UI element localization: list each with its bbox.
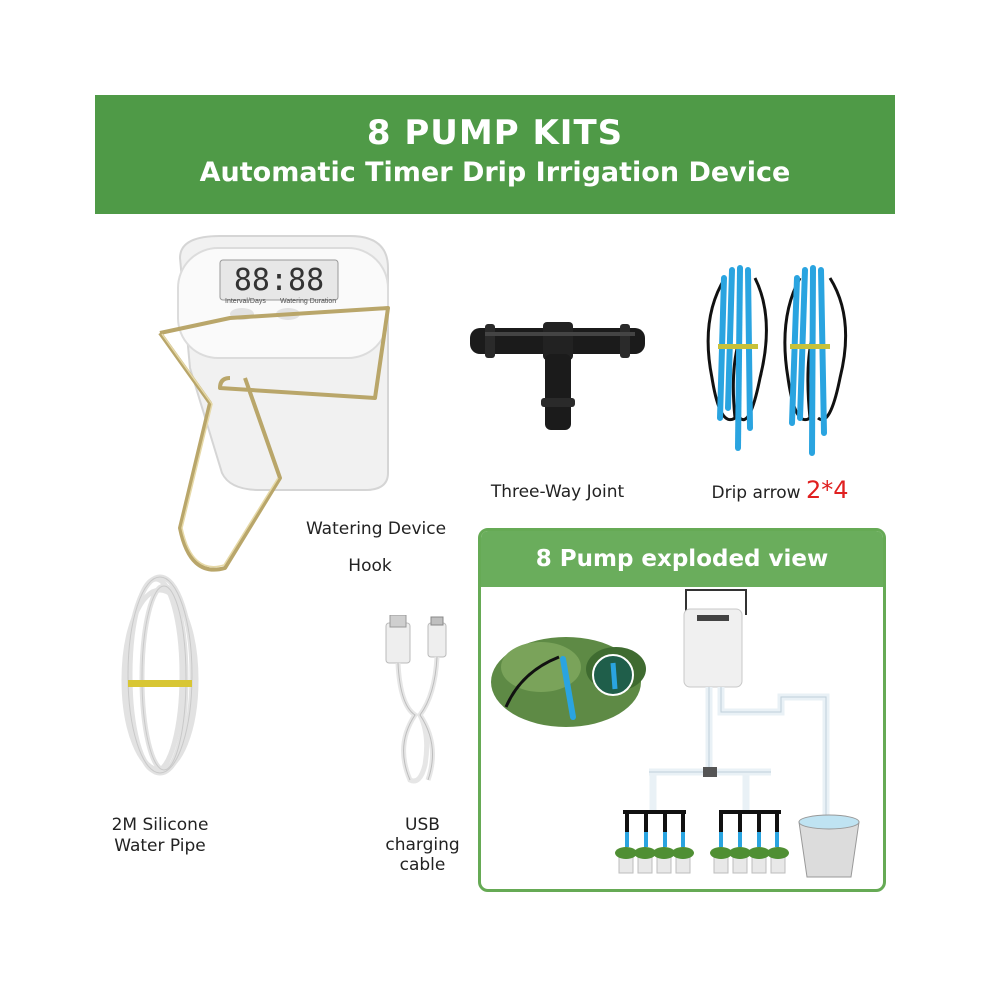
usb-label-line3: cable	[399, 855, 446, 875]
drip-quantity: 2*4	[805, 476, 849, 504]
watering-device-image: 88:88 Interval/Days Watering Duration	[158, 235, 390, 572]
hook-label: Hook	[348, 556, 392, 576]
silicone-pipe-image	[121, 574, 199, 776]
three-way-joint-image	[470, 322, 645, 430]
watering-device-label: Watering Device	[305, 519, 447, 539]
exploded-view-diagram	[491, 589, 860, 878]
duration-button-label: Watering Duration	[280, 298, 336, 305]
drip-arrow-text: Drip arrow	[711, 483, 801, 503]
interval-button-label: Interval/Days	[225, 298, 266, 305]
exploded-view-title: 8 Pump exploded view	[481, 531, 883, 587]
title-banner: 8 PUMP KITS Automatic Timer Drip Irrigat…	[95, 95, 895, 214]
drip-arrows-image	[706, 265, 848, 456]
usb-cable-label: USB charging cable	[360, 815, 485, 875]
exploded-view-panel: 8 Pump exploded view	[478, 528, 886, 892]
pipe-label-line1: 2M Silicone	[111, 815, 209, 835]
usb-label-line1: USB	[405, 815, 440, 835]
banner-title: 8 PUMP KITS	[366, 113, 624, 153]
usb-cable-image	[385, 615, 447, 784]
pipe-label-line2: Water Pipe	[114, 836, 206, 856]
device-display: 88:88	[234, 263, 324, 298]
usb-label-line2: charging	[385, 835, 460, 855]
banner-subtitle: Automatic Timer Drip Irrigation Device	[199, 157, 791, 188]
three-way-joint-label: Three-Way Joint	[490, 482, 625, 502]
drip-arrow-label: Drip arrow 2*4	[690, 476, 870, 504]
silicone-pipe-label: 2M Silicone Water Pipe	[95, 815, 225, 857]
